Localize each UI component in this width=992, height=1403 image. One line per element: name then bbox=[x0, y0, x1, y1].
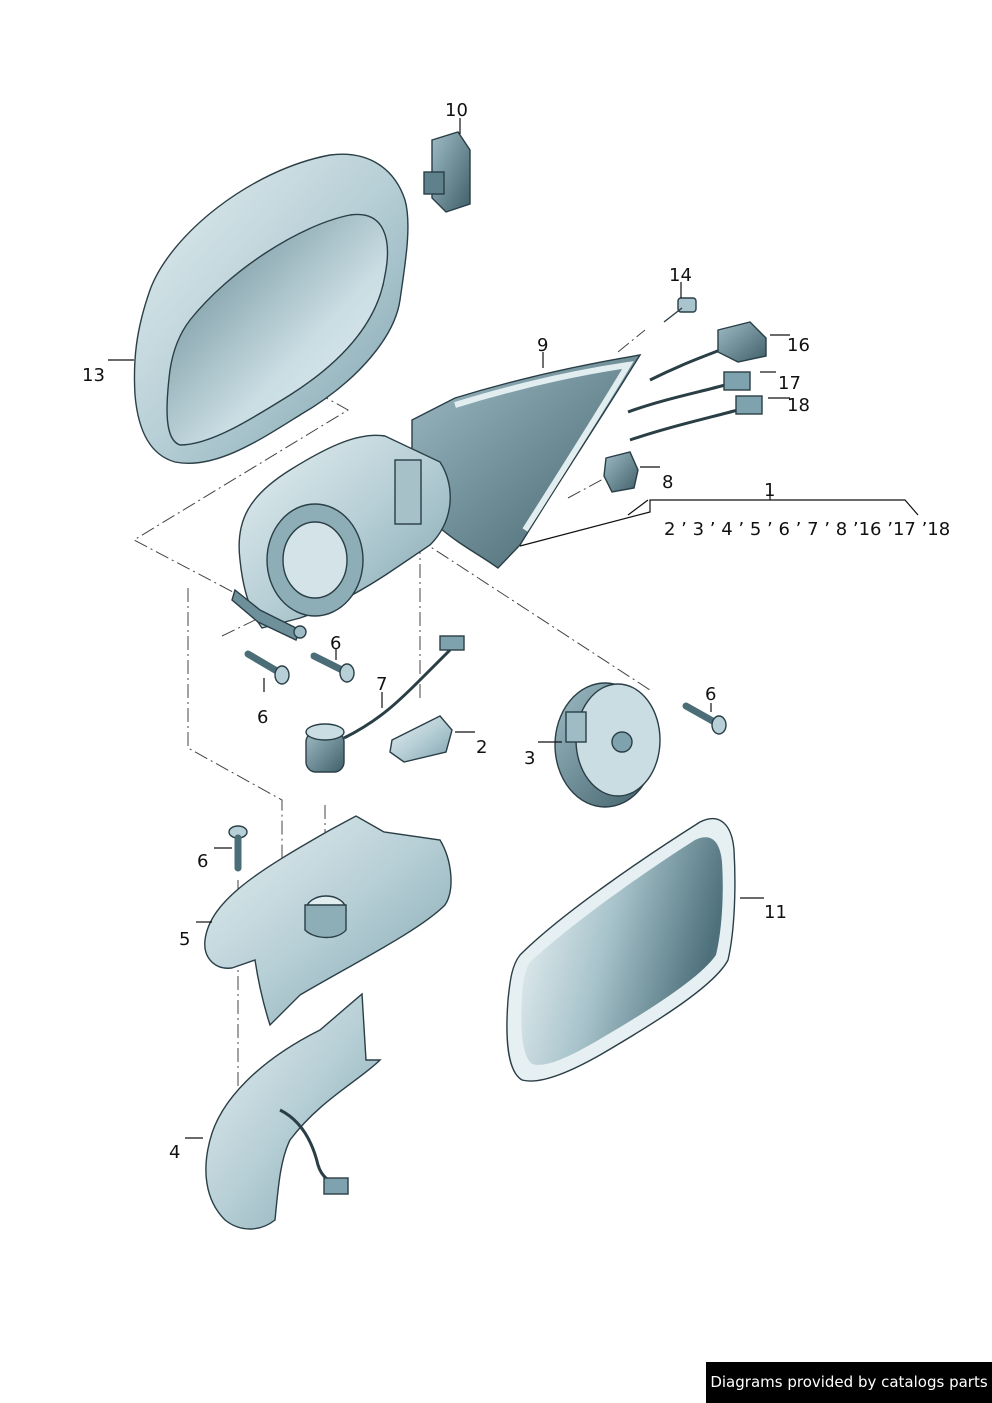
callout-14: 14 bbox=[669, 265, 692, 286]
screws-6 bbox=[228, 650, 727, 872]
small-cover-2 bbox=[389, 715, 453, 763]
callout-6-lower: 6 bbox=[197, 851, 208, 872]
leader-lines bbox=[108, 118, 919, 1139]
callout-4: 4 bbox=[169, 1142, 180, 1163]
callout-7: 7 bbox=[376, 674, 387, 695]
mirror-glass-11 bbox=[506, 817, 736, 1082]
callout-6-left: 6 bbox=[257, 707, 268, 728]
screw-14 bbox=[663, 297, 697, 323]
callout-1-list: 2 ’ 3 ’ 4 ’ 5 ’ 6 ’ 7 ’ 8 ’16 ’17 ’18 bbox=[664, 519, 950, 540]
adjustment-motor-3 bbox=[554, 682, 661, 808]
triangle-cover bbox=[411, 354, 642, 569]
mirror-housing-cap bbox=[133, 153, 409, 464]
lower-housing-5 bbox=[204, 815, 452, 1027]
callout-9: 9 bbox=[537, 335, 548, 356]
callout-3: 3 bbox=[524, 748, 535, 769]
callout-17: 17 bbox=[778, 373, 801, 394]
credit-banner: Diagrams provided by catalogs parts bbox=[706, 1362, 992, 1403]
callout-16: 16 bbox=[787, 335, 810, 356]
lower-trim-4 bbox=[205, 992, 382, 1230]
callout-8: 8 bbox=[662, 472, 673, 493]
callout-labels: 10 13 9 14 16 17 18 8 1 2 ’ 3 ’ 4 ’ 5 ’ … bbox=[82, 100, 950, 1163]
mirror-base-frame bbox=[231, 434, 451, 641]
callout-18: 18 bbox=[787, 395, 810, 416]
callout-6-top: 6 bbox=[330, 633, 341, 654]
callout-2: 2 bbox=[476, 737, 487, 758]
wiring-harness bbox=[627, 321, 767, 442]
bulb-holder-7 bbox=[305, 635, 465, 773]
callout-10: 10 bbox=[445, 100, 468, 121]
callout-5: 5 bbox=[179, 929, 190, 950]
plug-8 bbox=[603, 451, 639, 493]
mirror-switch-unit bbox=[423, 131, 471, 213]
callout-13: 13 bbox=[82, 365, 105, 386]
callout-1: 1 bbox=[764, 480, 775, 501]
callout-11: 11 bbox=[764, 902, 787, 923]
callout-6-right: 6 bbox=[705, 684, 716, 705]
